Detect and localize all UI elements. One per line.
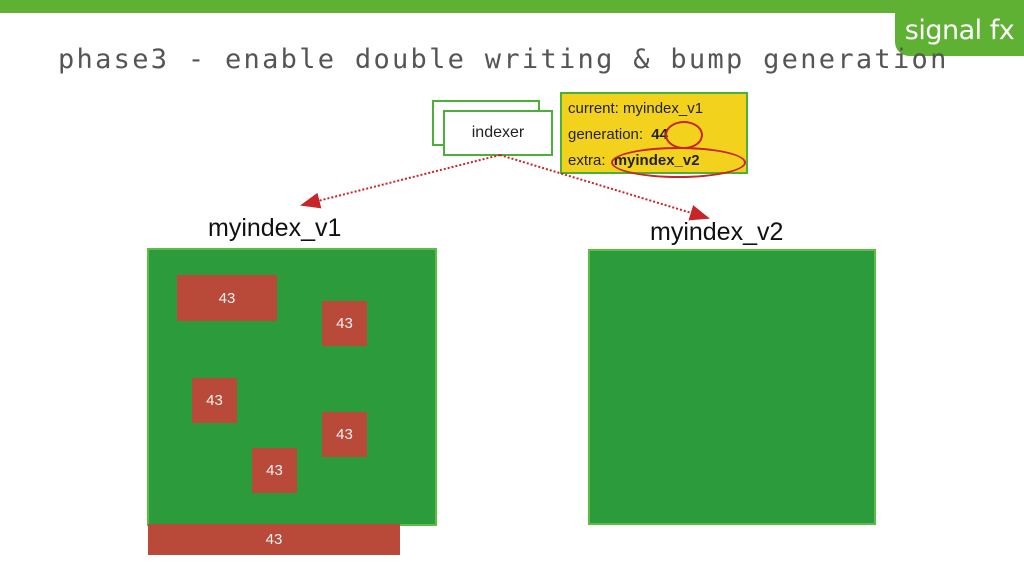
document: 43 [252,448,297,493]
index-v2-label: myindex_v2 [650,218,784,246]
document: 43 [322,301,367,346]
extra-key: extra: [568,152,606,169]
arrow-to-v1 [300,154,501,209]
generation-key: generation: [568,126,644,143]
document: 43 [177,275,277,321]
arrow-to-v2 [499,154,710,221]
indexer-label: indexer [471,124,525,141]
document: 43 [148,524,400,555]
generation-line: generation: 44 [568,126,668,143]
current-value: myindex_v1 [623,100,704,117]
index-v1-label: myindex_v1 [208,214,342,242]
signalfx-logo: signal fx [895,0,1024,56]
generation-value: 44 [651,126,668,143]
index-v2-box [588,249,876,525]
index-state-box: current: myindex_v1 generation: 44 extra… [560,92,748,178]
current-key: current: [568,100,619,117]
top-bar [0,0,1024,13]
slide-title: phase3 - enable double writing & bump ge… [58,44,949,75]
current-line: current: myindex_v1 [568,100,703,117]
logo-text: signal fx [904,14,1015,46]
document: 43 [322,412,367,457]
document: 43 [192,378,237,423]
indexer-card: indexer [443,110,553,156]
extra-highlight-circle [611,147,746,178]
